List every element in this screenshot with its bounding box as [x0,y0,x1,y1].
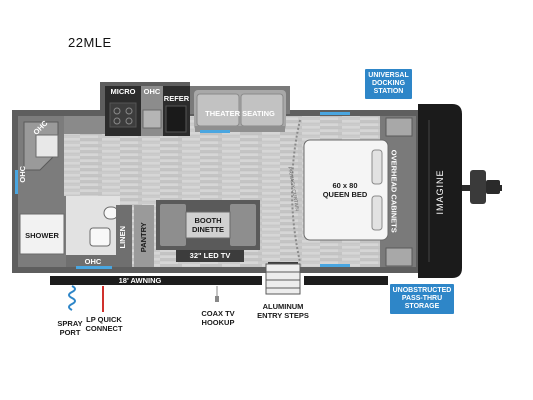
storage-callout: UNOBSTRUCTED PASS-THRU STORAGE [390,284,454,314]
pantry-label: PANTRY [138,222,148,253]
tv-cabinet [176,250,244,262]
window-accents [15,112,350,269]
refer-label: REFER [163,94,190,103]
lp-quick-line-2: CONNECT [85,323,123,333]
docking-station-callout: UNIVERSAL DOCKING STATION [365,69,412,99]
coax-hookup-label: COAX TV HOOKUP [196,309,240,327]
bedroom [303,116,416,267]
lp-quick-line-1: LP QUICK [86,315,122,324]
entry-steps-line-2: ENTRY STEPS [257,310,309,320]
awning-bar [50,276,262,285]
dinette-bench-right [230,204,256,246]
brand-label: IMAGINE [435,169,445,215]
ohc-top-label: OHC [143,87,161,96]
vanity [89,227,111,247]
bathroom [18,116,154,267]
dinette-table [185,211,231,239]
coax-line-1: COAX TV [201,309,235,318]
entry-steps-label: ALUMINUM ENTRY STEPS [250,302,316,320]
dinette-label-line-1: BOOTH [194,216,222,225]
hitch-jack [470,170,486,204]
overhead-cabinets-label: OVERHEAD CABINETS [389,149,399,233]
queen-bed [303,139,389,241]
docking-callout-line-1: UNIVERSAL [368,72,409,79]
entry-steps [265,263,301,295]
tv-label: 32" LED TV [189,251,231,260]
shower-stall [19,213,65,255]
privacy-curtain-line [291,119,301,263]
lp-quick-connect-label: LP QUICK CONNECT [80,315,128,333]
pantry-cabinet [134,205,154,267]
model-number: 22MLE [68,35,112,50]
linen-label: LINEN [117,226,127,249]
ohc-left-label: OHC [17,165,27,183]
ohc-bath-label: OHC [84,257,102,266]
dinette-bench-left [160,204,186,246]
spray-port-label: SPRAY PORT [52,319,88,337]
shower-label: SHOWER [25,231,59,240]
coupler [486,180,500,194]
linen-cabinet [116,205,132,267]
bed-label: 60 x 80 QUEEN BED [306,181,384,199]
refrigerator-body [165,105,187,133]
docking-callout-line-2: DOCKING [371,80,406,87]
pillow-1 [371,149,383,185]
rear-counter [60,116,105,134]
range [109,102,137,128]
storage-callout-line-2: PASS-THRU [401,295,443,302]
pillow-2 [371,195,383,231]
theater-seating [194,90,286,132]
micro-label: MICRO [110,87,136,96]
spray-hose [68,285,76,311]
bed-label-line-2: QUEEN BED [322,189,368,199]
entry-steps-line-1: ALUMINUM [262,302,304,311]
lavatory-sink [35,134,59,158]
docking-callout-line-3: STATION [373,88,404,95]
dinette-area [156,200,260,262]
dinette-label: BOOTH DINETTE [186,216,230,234]
nightstand-top [385,117,413,137]
kitchen-sink [142,109,162,129]
storage-callout-line-1: UNOBSTRUCTED [392,287,452,294]
spray-port-line-2: PORT [59,327,81,337]
bath-ohc [66,255,120,267]
bed-label-line-1: 60 x 80 [332,181,358,190]
theater-seating-label: THEATER SEATING [205,109,275,118]
kitchen-area [105,86,190,136]
awning-label: 18' AWNING [118,276,162,285]
dinette-label-line-2: DINETTE [191,224,225,234]
nightstand-bottom [385,247,413,267]
awning-bar-right [304,276,388,285]
spray-port-line-1: SPRAY [57,319,83,328]
coax-line-2: HOOKUP [201,317,235,327]
storage-callout-line-3: STORAGE [404,303,440,310]
toilet [103,206,119,220]
